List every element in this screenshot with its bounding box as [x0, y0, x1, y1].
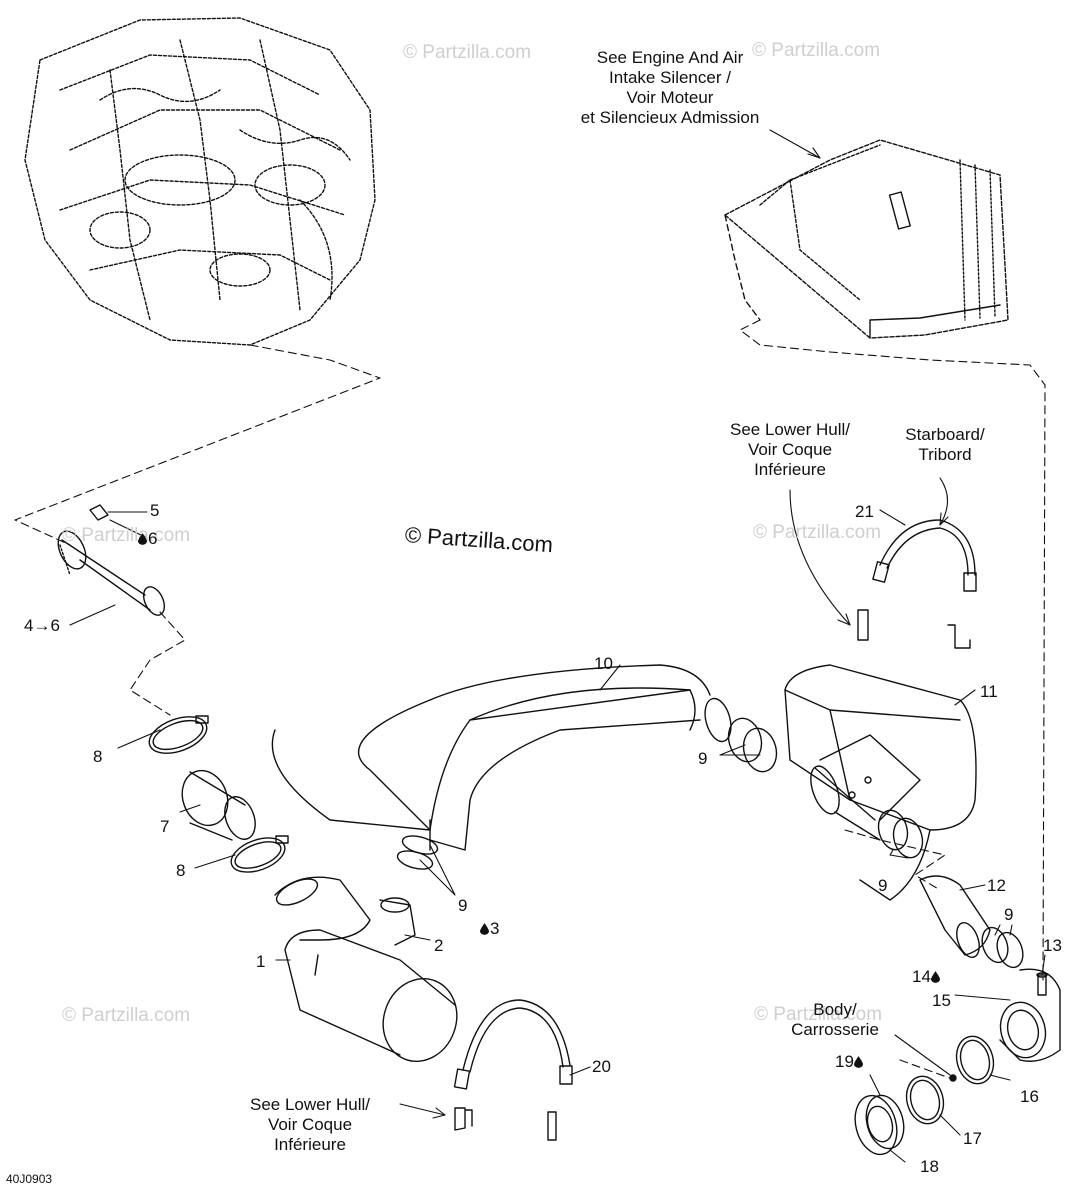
part-10-hose-illustration: [271, 664, 732, 851]
callout-lower-hull-bottom: See Lower Hull/ Voir Coque Inférieure: [249, 1095, 370, 1154]
part-number-9-muffler: 9: [458, 896, 468, 915]
part-9-clamps-right-illustration: [727, 717, 924, 859]
part-number-5: 5: [150, 501, 160, 520]
part-number-9-outlet: 9: [1004, 905, 1014, 924]
watermark-top-right: © Partzilla.com: [752, 40, 881, 61]
drop-icon: [480, 923, 489, 935]
part-7-coupler-illustration: [181, 769, 256, 841]
part-1-muffler-illustration: [274, 876, 458, 1063]
part-number-3-sealant: 3: [480, 920, 499, 938]
leader-lines: [14, 319, 1046, 1081]
callout-starboard: Starboard/ Tribord: [905, 425, 985, 464]
part-number-18: 18: [920, 1157, 939, 1176]
callout-lower-hull-top: See Lower Hull/ Voir Coque Inférieure: [729, 420, 850, 479]
part-20-strap-illustration: [453, 999, 573, 1141]
part-number-15: 15: [932, 991, 951, 1010]
part-number-11: 11: [980, 682, 998, 701]
part-number-7: 7: [160, 817, 170, 836]
drop-icon: [138, 533, 147, 545]
part-number-10: 10: [594, 654, 613, 673]
part-number-8-bottom: 8: [176, 861, 186, 880]
part-number-16: 16: [1020, 1087, 1039, 1106]
part-12-hose-illustration: [919, 875, 991, 958]
watermark-mid-right: © Partzilla.com: [753, 522, 882, 543]
part-number-13: 13: [1043, 936, 1062, 955]
part-4-pipe-illustration: [57, 504, 166, 616]
part-number-14-sealant: 14: [912, 968, 941, 986]
body-reference-point: [949, 1074, 957, 1082]
part-21-strap-illustration: [857, 519, 977, 649]
drop-icon: [930, 971, 940, 983]
part-number-17: 17: [963, 1129, 982, 1148]
part-number-1: 1: [256, 952, 266, 971]
part-number-2: 2: [434, 936, 444, 955]
part-number-19-sealant: 19: [835, 1053, 864, 1071]
watermark-bottom-left: © Partzilla.com: [62, 1005, 191, 1026]
part-number-6-sealant: 6: [138, 530, 157, 548]
part-8-clamp-bottom-illustration: [230, 835, 289, 873]
part-16-gasket-illustration: [955, 1035, 995, 1085]
part-number-8-top: 8: [93, 747, 103, 766]
part-number-20: 20: [592, 1057, 611, 1076]
part-number-21: 21: [855, 502, 874, 521]
callout-arrows: [399, 129, 949, 1119]
air-intake-silencer-illustration: [724, 139, 1009, 339]
drop-icon: [853, 1056, 863, 1068]
callout-engine-air-intake-silencer: See Engine And Air Intake Silencer / Voi…: [580, 48, 760, 127]
engine-illustration: [24, 17, 376, 346]
watermark-bottom-right: © Partzilla.com: [754, 1004, 883, 1025]
part-11-resonator-illustration: [784, 664, 977, 901]
part-number-leaders: [69, 509, 1046, 1163]
watermark-mid-left: © Partzilla.com: [62, 525, 191, 546]
part-8-clamp-top-illustration: [148, 715, 209, 754]
watermark-top-left: © Partzilla.com: [403, 42, 532, 63]
part-number-9-lower: 9: [878, 876, 888, 895]
part-number-4-to-6: 4→6: [24, 616, 60, 635]
diagram-code: 40J0903: [6, 1172, 53, 1186]
part-17-gasket-illustration: [905, 1075, 945, 1125]
part-number-9-resonator: 9: [698, 749, 708, 768]
part-9-clamps-outlet-illustration: [981, 926, 1024, 969]
part-number-12: 12: [987, 876, 1006, 895]
part-18-nut-illustration: [854, 1094, 905, 1156]
part-13-outlet-illustration: [999, 968, 1061, 1062]
callout-body: Body/ Carrosserie: [791, 1000, 879, 1039]
part-9-clamps-left-illustration: [396, 835, 439, 870]
